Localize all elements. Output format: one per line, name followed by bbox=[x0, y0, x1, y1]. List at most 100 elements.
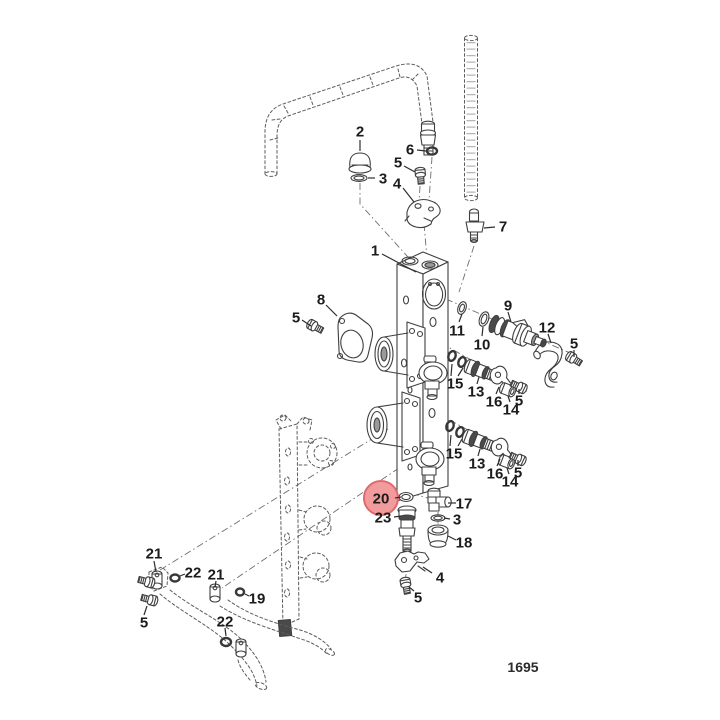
callout-5-row2[interactable]: 5 bbox=[514, 460, 522, 482]
cap-18-drawing bbox=[427, 524, 449, 548]
leader-line bbox=[447, 535, 457, 541]
leader-line bbox=[481, 326, 484, 337]
callout-21-a[interactable]: 21 bbox=[146, 546, 163, 573]
leader-line bbox=[506, 467, 510, 475]
callout-22-b[interactable]: 22 bbox=[217, 614, 234, 637]
callout-label-5-row1: 5 bbox=[515, 393, 523, 410]
leader-line bbox=[244, 593, 250, 597]
main-manifold-drawing bbox=[366, 251, 449, 502]
leader-line bbox=[408, 586, 415, 592]
leader-line bbox=[457, 438, 463, 447]
leader-line bbox=[457, 367, 464, 377]
callout-label-22-a: 22 bbox=[185, 565, 202, 582]
callout-label-21-b: 21 bbox=[208, 567, 225, 584]
callout-label-4-bottom: 4 bbox=[436, 570, 445, 587]
callout-2[interactable]: 2 bbox=[356, 124, 364, 152]
callout-14-a[interactable]: 14 bbox=[503, 395, 520, 419]
callout-9[interactable]: 9 bbox=[504, 298, 512, 323]
callout-3-top[interactable]: 3 bbox=[368, 171, 387, 188]
callout-5-top[interactable]: 5 bbox=[394, 155, 416, 173]
reference-fuel-hose-right bbox=[464, 34, 478, 202]
callout-16-a[interactable]: 16 bbox=[486, 386, 503, 411]
callout-label-18: 18 bbox=[456, 535, 473, 552]
callout-22-a[interactable]: 22 bbox=[179, 565, 202, 582]
callout-3-bottom[interactable]: 3 bbox=[443, 512, 461, 529]
leader-line bbox=[325, 304, 338, 317]
oring-6-drawing bbox=[425, 146, 439, 156]
callout-label-16-b: 16 bbox=[487, 466, 504, 483]
leader-line bbox=[495, 386, 500, 395]
callout-10[interactable]: 10 bbox=[474, 326, 491, 354]
callout-11[interactable]: 11 bbox=[449, 313, 465, 340]
callout-1[interactable]: 1 bbox=[371, 243, 417, 273]
callout-label-5-clip: 5 bbox=[570, 336, 578, 353]
leader-line bbox=[179, 573, 186, 577]
callout-13-b[interactable]: 13 bbox=[469, 448, 486, 473]
callout-label-14-a: 14 bbox=[503, 402, 520, 419]
callout-7[interactable]: 7 bbox=[483, 219, 507, 236]
callout-label-19: 19 bbox=[249, 591, 266, 608]
callout-19[interactable]: 19 bbox=[244, 591, 266, 608]
callout-14-b[interactable]: 14 bbox=[502, 467, 519, 491]
fitting-7-drawing bbox=[465, 208, 485, 244]
callout-label-3-top: 3 bbox=[379, 171, 387, 188]
bracket-4-bottom-drawing bbox=[394, 550, 430, 573]
callout-label-5-top: 5 bbox=[394, 155, 402, 172]
callout-label-21-a: 21 bbox=[146, 546, 163, 563]
callout-label-4-top: 4 bbox=[393, 176, 402, 193]
leader-line bbox=[416, 149, 427, 152]
leader-line bbox=[443, 517, 451, 520]
callout-15-a[interactable]: 15 bbox=[447, 363, 464, 393]
leader-line bbox=[153, 560, 157, 573]
callout-18[interactable]: 18 bbox=[447, 535, 473, 552]
callout-label-9: 9 bbox=[504, 298, 512, 315]
leader-line bbox=[449, 434, 452, 447]
oring-3-bottom-drawing bbox=[430, 514, 446, 522]
callout-5-clip[interactable]: 5 bbox=[570, 336, 578, 358]
orings-15-row1-drawing bbox=[447, 349, 467, 369]
callout-label-6: 6 bbox=[406, 142, 414, 159]
callout-label-2: 2 bbox=[356, 124, 364, 141]
leader-line bbox=[450, 363, 453, 377]
callout-label-3-bottom: 3 bbox=[453, 512, 461, 529]
callout-label-5-bottom: 5 bbox=[414, 590, 422, 607]
callout-4-bottom[interactable]: 4 bbox=[422, 566, 445, 587]
callout-8[interactable]: 8 bbox=[317, 292, 338, 317]
leader-line bbox=[381, 253, 417, 273]
leader-line bbox=[143, 605, 148, 616]
callout-label-20: 20 bbox=[373, 491, 390, 508]
callout-5-bottom[interactable]: 5 bbox=[408, 586, 422, 607]
callout-12[interactable]: 12 bbox=[539, 320, 556, 344]
callout-6[interactable]: 6 bbox=[406, 142, 427, 159]
callout-20[interactable]: 20 bbox=[363, 480, 402, 516]
mounted-valve-upper bbox=[418, 355, 448, 401]
callout-17[interactable]: 17 bbox=[448, 496, 472, 513]
bracket-4-top-drawing bbox=[404, 198, 441, 229]
callout-21-b[interactable]: 21 bbox=[208, 567, 225, 588]
leader-line bbox=[547, 333, 552, 344]
callout-5-row1[interactable]: 5 bbox=[515, 389, 523, 410]
leader-line bbox=[402, 187, 415, 203]
leader-line bbox=[483, 226, 496, 229]
gasket-8-drawing bbox=[336, 312, 374, 363]
callout-label-13-a: 13 bbox=[468, 384, 485, 401]
oring-19-drawing bbox=[234, 587, 246, 597]
leader-line bbox=[507, 395, 511, 403]
callout-16-b[interactable]: 16 bbox=[487, 458, 504, 483]
oring-22b-drawing bbox=[219, 636, 233, 648]
leader-line bbox=[496, 458, 501, 467]
callout-15-b[interactable]: 15 bbox=[446, 434, 463, 463]
callout-4-top[interactable]: 4 bbox=[393, 176, 415, 203]
callout-5-hose[interactable]: 5 bbox=[140, 605, 148, 632]
elbow-fitting-17-drawing bbox=[427, 487, 452, 512]
reference-fuel-hose-top bbox=[264, 63, 434, 177]
callout-label-23: 23 bbox=[375, 510, 392, 527]
leader-line bbox=[458, 313, 463, 323]
callout-13-a[interactable]: 13 bbox=[468, 376, 485, 401]
leader-line bbox=[507, 311, 512, 323]
callout-5-gasket[interactable]: 5 bbox=[292, 310, 312, 327]
leader-line bbox=[422, 566, 433, 574]
callout-23[interactable]: 23 bbox=[375, 510, 402, 527]
